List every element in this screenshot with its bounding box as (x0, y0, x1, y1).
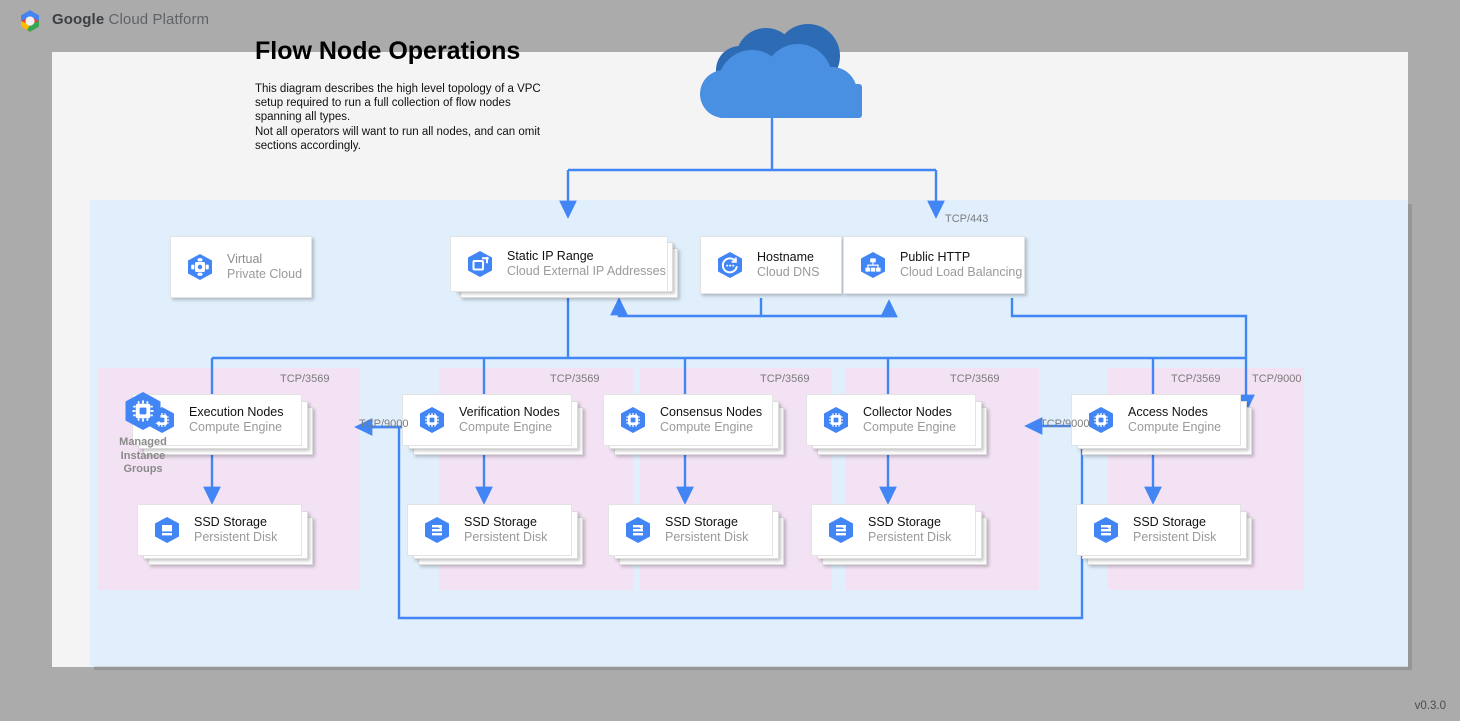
managed-instance-groups-label: Managed Instance Groups (119, 436, 167, 475)
port-label-access-9000-inbound: TCP/9000 (1252, 373, 1302, 385)
card-subtitle: Persistent Disk (665, 530, 749, 544)
version-label: v0.3.0 (1414, 700, 1446, 712)
card-text: SSD Storage Persistent Disk (464, 515, 547, 545)
card-title: Collector Nodes (863, 405, 952, 420)
card-subtitle: Compute Engine (189, 420, 283, 434)
compute-engine-icon (821, 405, 851, 435)
port-label-access-to-execution: TCP/9000 (359, 418, 409, 430)
port-label-verification-inbound: TCP/3569 (550, 373, 600, 385)
brand-bold: Google (52, 11, 105, 28)
card-verification-nodes[interactable]: Verification Nodes Compute Engine (402, 394, 572, 446)
card-subtitle: Persistent Disk (464, 530, 548, 544)
card-title: SSD Storage (194, 515, 267, 530)
port-label-access-inbound: TCP/3569 (1171, 373, 1221, 385)
card-text: Virtual Private Cloud (227, 252, 302, 282)
card-subtitle: Persistent Disk (1133, 530, 1217, 544)
virtual-private-cloud-icon (185, 252, 215, 282)
card-ssd-storage-consensus[interactable]: SSD Storage Persistent Disk (608, 504, 773, 556)
card-subtitle: Persistent Disk (194, 530, 278, 544)
card-ssd-storage-collector[interactable]: SSD Storage Persistent Disk (811, 504, 976, 556)
gcp-header-bar: Google Cloud Platform (0, 0, 1460, 52)
card-consensus-nodes[interactable]: Consensus Nodes Compute Engine (603, 394, 773, 446)
card-subtitle: Compute Engine (863, 420, 957, 434)
persistent-disk-icon (623, 515, 653, 545)
compute-engine-icon (417, 405, 447, 435)
page-title: Flow Node Operations (255, 37, 521, 65)
card-text: Public HTTP Cloud Load Balancing (900, 250, 1022, 280)
card-public-http[interactable]: Public HTTP Cloud Load Balancing (843, 236, 1025, 294)
card-subtitle: Compute Engine (459, 420, 553, 434)
card-text: Static IP Range Cloud External IP Addres… (507, 249, 666, 279)
card-title: SSD Storage (665, 515, 738, 530)
internet-cloud-icon (680, 22, 900, 132)
diagram-canvas: Flow Node Operations This diagram descri… (52, 24, 1408, 667)
gcp-brand-text: Google Cloud Platform (52, 11, 209, 28)
card-subtitle: Cloud External IP Addresses (507, 264, 666, 278)
gcp-hexagon-logo-icon (16, 8, 44, 36)
card-text: SSD Storage Persistent Disk (868, 515, 951, 545)
persistent-disk-icon (152, 515, 182, 545)
card-title: Static IP Range (507, 249, 594, 264)
card-subtitle: Cloud DNS (757, 265, 820, 279)
card-access-nodes[interactable]: Access Nodes Compute Engine (1071, 394, 1241, 446)
card-ssd-storage-access[interactable]: SSD Storage Persistent Disk (1076, 504, 1241, 556)
port-label-tcp-443: TCP/443 (945, 213, 989, 225)
card-subtitle: Persistent Disk (868, 530, 952, 544)
card-text: Access Nodes Compute Engine (1128, 405, 1221, 435)
card-text: Collector Nodes Compute Engine (863, 405, 956, 435)
card-text: Execution Nodes Compute Engine (189, 405, 284, 435)
card-title: SSD Storage (1133, 515, 1206, 530)
managed-instance-groups-badge: Managed Instance Groups (100, 389, 186, 477)
card-text: SSD Storage Persistent Disk (194, 515, 277, 545)
card-title: Virtual (227, 252, 263, 267)
cloud-dns-icon (715, 250, 745, 280)
persistent-disk-icon (826, 515, 856, 545)
card-text: Consensus Nodes Compute Engine (660, 405, 762, 435)
card-title: Access Nodes (1128, 405, 1208, 420)
card-text: SSD Storage Persistent Disk (665, 515, 748, 545)
cloud-load-balancing-icon (858, 250, 888, 280)
persistent-disk-icon (422, 515, 452, 545)
card-title: Execution Nodes (189, 405, 284, 420)
card-title: Consensus Nodes (660, 405, 763, 420)
card-text: SSD Storage Persistent Disk (1133, 515, 1216, 545)
card-virtual-private-cloud[interactable]: Virtual Private Cloud (170, 236, 312, 298)
card-static-ip-range[interactable]: Static IP Range Cloud External IP Addres… (450, 236, 668, 292)
card-title: Verification Nodes (459, 405, 560, 420)
persistent-disk-icon (1091, 515, 1121, 545)
card-title: Hostname (757, 250, 814, 265)
compute-engine-icon (618, 405, 648, 435)
card-title: SSD Storage (868, 515, 941, 530)
card-ssd-storage-verification[interactable]: SSD Storage Persistent Disk (407, 504, 572, 556)
brand-rest: Cloud Platform (104, 11, 210, 28)
card-title: Public HTTP (900, 250, 971, 265)
card-subtitle: Private Cloud (227, 267, 303, 281)
card-subtitle: Compute Engine (660, 420, 754, 434)
card-hostname[interactable]: Hostname Cloud DNS (700, 236, 842, 294)
compute-engine-icon (1086, 405, 1116, 435)
port-label-execution-inbound: TCP/3569 (280, 373, 330, 385)
cloud-external-ip-icon (465, 249, 495, 279)
card-title: SSD Storage (464, 515, 537, 530)
card-text: Hostname Cloud DNS (757, 250, 820, 280)
managed-instance-groups-icon (121, 389, 165, 433)
port-label-access-to-collector: TCP/9000 (1040, 418, 1090, 430)
card-text: Verification Nodes Compute Engine (459, 405, 560, 435)
card-subtitle: Compute Engine (1128, 420, 1222, 434)
port-label-collector-inbound: TCP/3569 (950, 373, 1000, 385)
card-ssd-storage-execution[interactable]: SSD Storage Persistent Disk (137, 504, 302, 556)
port-label-consensus-inbound: TCP/3569 (760, 373, 810, 385)
page-description: This diagram describes the high level to… (255, 83, 541, 152)
card-subtitle: Cloud Load Balancing (900, 265, 1023, 279)
card-collector-nodes[interactable]: Collector Nodes Compute Engine (806, 394, 976, 446)
